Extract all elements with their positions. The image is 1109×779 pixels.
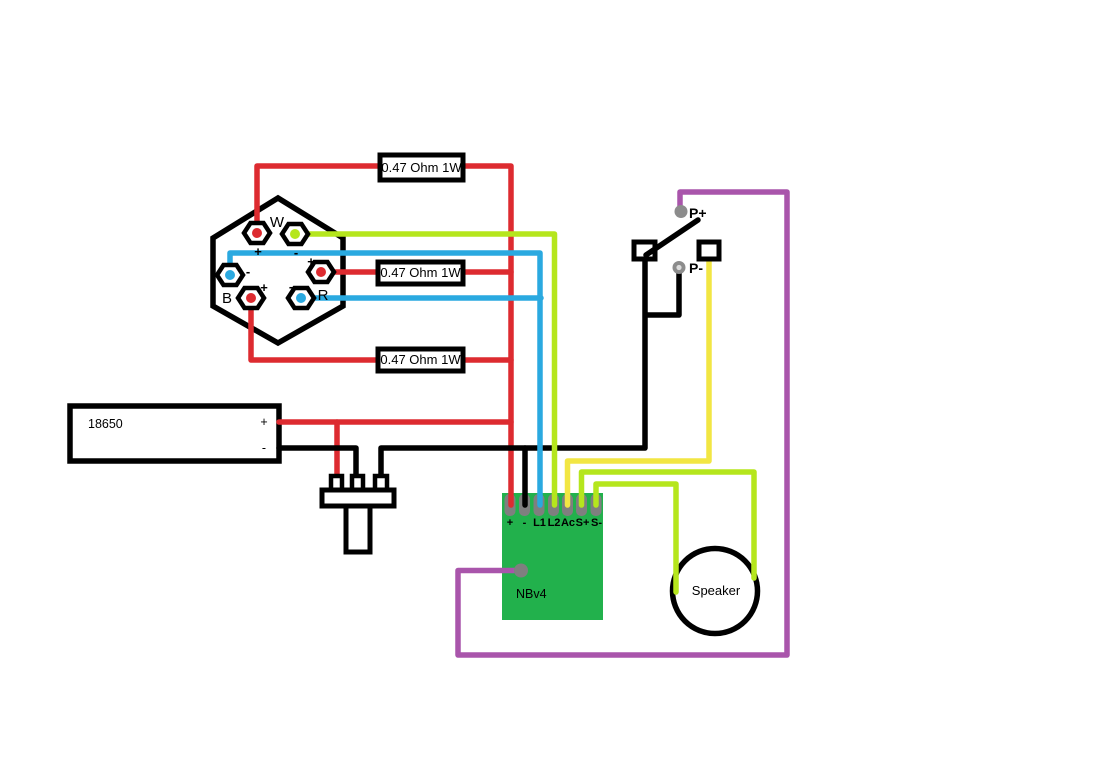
led-pad-r-plus <box>305 259 337 285</box>
resistor-1-label: 0.47 Ohm 1W <box>381 160 462 175</box>
led-pad-mark-5: - <box>289 279 293 294</box>
resistor-2-body <box>375 259 466 287</box>
board-pin-label-sminus: S- <box>591 517 602 529</box>
battery-label: 18650 <box>88 417 123 431</box>
pot-shaft <box>343 503 373 555</box>
led-pad-b-minus <box>214 262 246 288</box>
wire-lime-splus-to-speaker <box>578 469 757 581</box>
switch-pplus-terminal <box>674 205 688 218</box>
speaker-body <box>669 545 761 637</box>
board-pin-label-l1: L1 <box>533 517 546 529</box>
led-pad-mark-0: + <box>254 244 262 259</box>
board-pin-label-minus: - <box>523 517 527 529</box>
led-pad-b-plus <box>235 285 267 311</box>
switch-lever <box>643 217 701 258</box>
wire-lime-sminus-to-speaker <box>593 481 679 595</box>
wire-blue-led-to-l1 <box>227 250 543 508</box>
wire-purple-board-to-pplus <box>455 189 790 658</box>
led-pad-w-plus <box>241 220 273 246</box>
board-pin-label-l2: L2 <box>548 517 561 529</box>
led-label-red: R <box>318 287 329 304</box>
resistor-3-body <box>375 346 466 374</box>
led-label-white: W <box>270 214 285 231</box>
battery-negative-mark: - <box>262 441 266 455</box>
wire-yellow-ac-to-switch <box>564 257 712 508</box>
switch-pminus-terminal-center <box>676 264 682 271</box>
wire-black-pminus-link <box>643 270 682 318</box>
wire-lime-led-to-l2 <box>292 231 558 508</box>
board-pin-label-splus: S+ <box>576 517 590 529</box>
led-pad-w-minus <box>279 221 311 247</box>
led-label-blue: B <box>222 290 232 307</box>
battery-body <box>67 403 282 464</box>
resistor-2-label: 0.47 Ohm 1W <box>380 265 461 280</box>
board-pin-label-plus: + <box>507 517 513 529</box>
switch-pminus-label: P- <box>689 260 703 276</box>
speaker-label: Speaker <box>692 583 741 598</box>
resistor-3-label: 0.47 Ohm 1W <box>380 352 461 367</box>
led-pad-mark-2: - <box>246 264 250 279</box>
wire-black-battery-negative-to-pot <box>276 445 359 480</box>
board-name-label: NBv4 <box>516 587 547 601</box>
led-pad-mark-3: + <box>307 254 315 269</box>
switch-terminal-right <box>696 239 722 262</box>
switch-pplus-label: P+ <box>689 205 707 221</box>
board-pin-label-ac: Ac <box>561 517 575 529</box>
led-pad-r-minus <box>285 285 317 311</box>
led-pad-mark-1: - <box>294 245 298 260</box>
board-side-pad <box>514 563 528 578</box>
led-pad-mark-4: + <box>260 280 268 295</box>
battery-positive-mark: + <box>260 415 267 429</box>
wire-black-pot-to-switch <box>378 256 648 480</box>
resistor-1-body <box>377 152 466 183</box>
